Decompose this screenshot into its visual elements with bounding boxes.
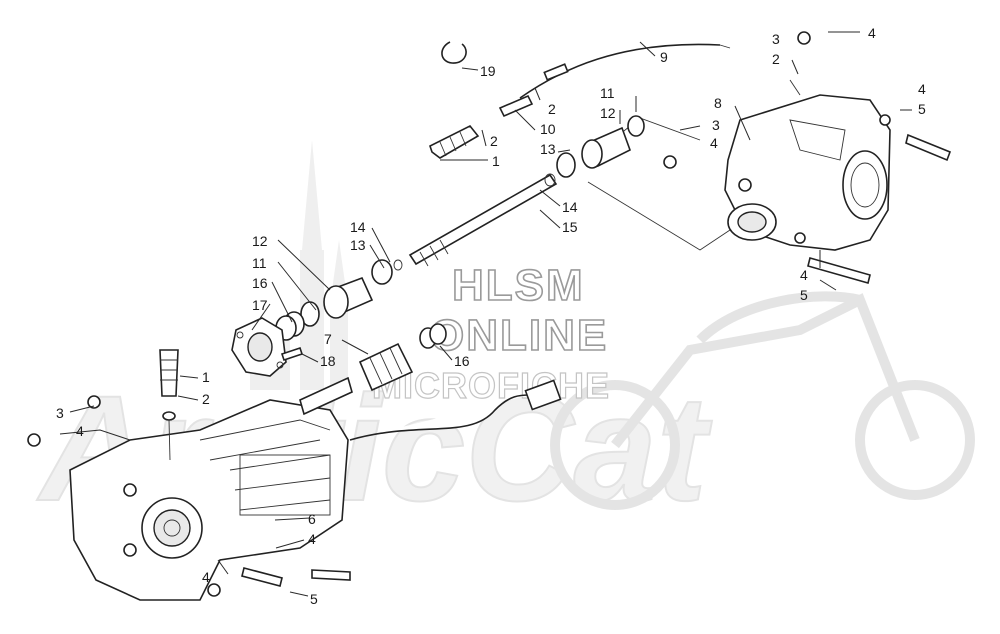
callout-10: 10 (540, 121, 556, 137)
drive-shaft (408, 173, 558, 267)
callout-14: 14 (562, 199, 578, 215)
callout-13: 13 (540, 141, 556, 157)
callout-6: 6 (308, 511, 316, 527)
callout-4g: 4 (202, 569, 210, 585)
boot-vertical (159, 349, 179, 461)
callout-4b: 4 (918, 81, 926, 97)
front-gearcase-housing (724, 94, 891, 251)
callout-3: 3 (772, 31, 780, 47)
hlsm-watermark: HLSM ONLINE MICROFICHE (371, 260, 609, 406)
callout-4f: 4 (308, 531, 316, 547)
callout-2d: 2 (202, 391, 210, 407)
callout-4e: 4 (76, 423, 84, 439)
cover-plate (231, 317, 287, 377)
callout-12b: 12 (252, 233, 268, 249)
callout-numbers: 19 9 3 4 2 2 10 4 5 8 3 4 2 1 11 12 13 1… (56, 25, 926, 607)
callout-19: 19 (480, 63, 496, 79)
callout-17: 17 (252, 297, 268, 313)
callout-3b: 3 (712, 117, 720, 133)
watermark-line1: HLSM (452, 261, 585, 310)
callout-16: 16 (252, 275, 268, 291)
callout-4: 4 (868, 25, 876, 41)
boot-upper (429, 124, 480, 159)
callout-8: 8 (714, 95, 722, 111)
boot-lower (358, 323, 447, 392)
wire-connector (349, 379, 562, 441)
leader-lines (59, 31, 912, 597)
callout-18: 18 (320, 353, 336, 369)
callout-5: 5 (918, 101, 926, 117)
upper-boot-set (544, 115, 645, 187)
lower-bolts (27, 31, 952, 587)
transmission-housing (69, 399, 349, 601)
callout-12: 12 (600, 105, 616, 121)
callout-4c: 4 (710, 135, 718, 151)
callout-9: 9 (660, 49, 668, 65)
callout-1: 1 (492, 153, 500, 169)
callout-14b: 14 (350, 219, 366, 235)
callout-3c: 3 (56, 405, 64, 421)
cable (498, 43, 801, 118)
callout-13b: 13 (350, 237, 366, 253)
callout-16b: 16 (454, 353, 470, 369)
callout-15: 15 (562, 219, 578, 235)
callout-5c: 5 (310, 591, 318, 607)
watermark-line2: ONLINE (430, 311, 608, 360)
callout-2c: 2 (490, 133, 498, 149)
middle-boot-set (275, 259, 403, 341)
callout-2b: 2 (548, 101, 556, 117)
callout-4d: 4 (800, 267, 808, 283)
callout-1b: 1 (202, 369, 210, 385)
callout-11: 11 (600, 85, 615, 101)
circlip (441, 41, 467, 64)
callout-2: 2 (772, 51, 780, 67)
callout-7: 7 (324, 331, 332, 347)
callout-11b: 11 (252, 255, 267, 271)
callout-5b: 5 (800, 287, 808, 303)
output-shaft (299, 376, 353, 416)
motorcycle-silhouette-icon (550, 291, 975, 510)
